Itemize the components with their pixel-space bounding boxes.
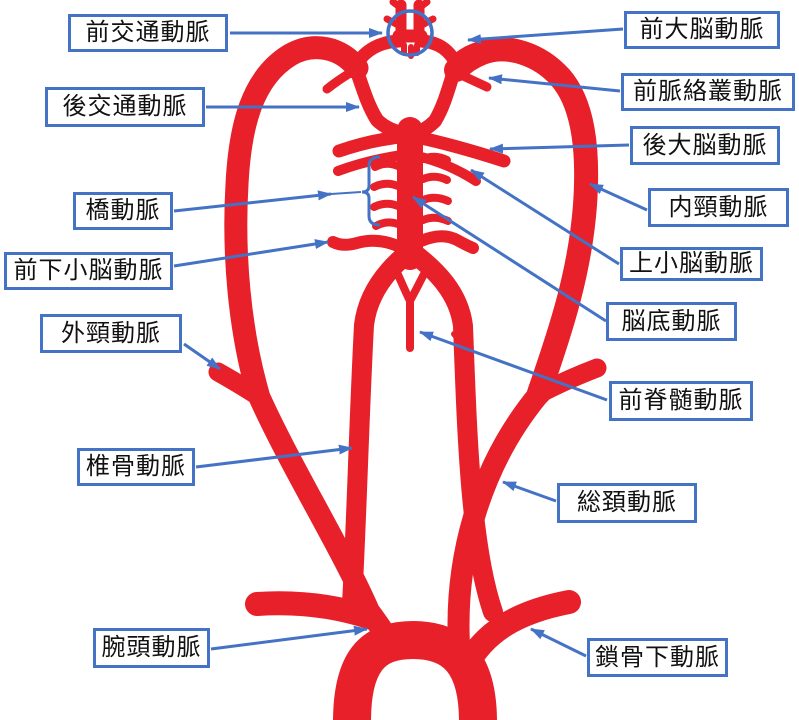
left-aica <box>415 230 479 254</box>
label-posterior-communicating-artery: 後交通動脈 <box>45 87 205 127</box>
left-anterior-cerebral <box>414 34 464 73</box>
label-basilar-artery: 脳底動脈 <box>606 302 737 341</box>
label-text: 後交通動脈 <box>62 94 188 120</box>
label-posterior-cerebral-artery: 後大脳動脈 <box>630 126 780 165</box>
arrow-superior-cerebellar <box>470 168 620 266</box>
label-anterior-communicating-artery: 前交通動脈 <box>68 14 228 52</box>
label-text: 前交通動脈 <box>85 20 211 46</box>
mca-and-choroidal-twigs <box>322 41 492 94</box>
arrow-anterior-choroidal <box>488 74 621 93</box>
left-vertebral <box>402 242 503 622</box>
arrow-vertebral <box>195 444 353 469</box>
arrow-pontine <box>173 190 332 213</box>
label-subclavian-artery: 鎖骨下動脈 <box>587 638 728 677</box>
artery-tree <box>208 0 607 720</box>
label-text: 外頸動脈 <box>61 320 161 347</box>
label-text: 上小脳動脈 <box>629 251 754 277</box>
arrow-aica <box>173 239 329 268</box>
label-text: 前下小脳動脈 <box>13 258 164 284</box>
label-text: 鎖骨下動脈 <box>595 644 720 671</box>
annotations <box>173 9 648 658</box>
label-anterior-choroidal-artery: 前脈絡叢動脈 <box>621 73 795 111</box>
label-text: 前大脳動脈 <box>639 17 765 43</box>
pontine-brace <box>361 155 381 227</box>
right-aica <box>327 234 406 253</box>
arrow-pontine-extension <box>330 191 362 195</box>
right-anterior-cerebral <box>350 34 406 71</box>
label-text: 脳底動脈 <box>621 308 722 335</box>
label-text: 橋動脈 <box>85 198 161 224</box>
arrow-external-carotid <box>183 342 221 371</box>
right-vertebral <box>342 242 419 614</box>
label-text: 総頚動脈 <box>577 490 677 516</box>
arrow-anterior-spinal <box>419 330 608 402</box>
label-anterior-spinal-artery: 前脊髄動脈 <box>609 381 753 421</box>
label-brachiocephalic-artery: 腕頭動脈 <box>93 628 210 668</box>
label-anterior-inferior-cerebellar-artery: 前下小脳動脈 <box>4 252 173 290</box>
label-text: 前脈絡叢動脈 <box>633 79 783 105</box>
arrow-internal-carotid <box>589 182 648 212</box>
label-anterior-cerebral-artery: 前大脳動脈 <box>624 11 780 49</box>
left-subclavian-artery <box>454 590 581 679</box>
label-text: 椎骨動脈 <box>86 454 186 480</box>
anterior-spinal-vessel <box>392 266 430 352</box>
arrow-posterior-cerebral <box>489 143 630 154</box>
label-external-carotid-artery: 外頸動脈 <box>40 314 182 353</box>
label-internal-carotid-artery: 内頸動脈 <box>648 188 789 227</box>
right-internal-carotid <box>224 36 369 406</box>
label-common-carotid-artery: 総頚動脈 <box>557 483 697 523</box>
label-text: 後大脳動脈 <box>642 132 768 159</box>
label-text: 前脊髄動脈 <box>618 388 744 414</box>
acom-highlight-circle <box>386 9 434 57</box>
arrow-subclavian <box>530 627 587 658</box>
label-superior-cerebellar-artery: 上小脳動脈 <box>620 247 763 281</box>
arrow-basilar <box>412 195 607 323</box>
aortic-arch <box>333 621 497 720</box>
left-internal-carotid <box>444 37 599 405</box>
label-text: 腕頭動脈 <box>101 635 202 661</box>
arrow-common-carotid <box>502 480 557 503</box>
vertebral-muscular-twigs <box>354 331 468 355</box>
arrow-anterior-cerebral <box>467 27 624 45</box>
label-vertebral-artery: 椎骨動脈 <box>77 448 195 486</box>
label-pontine-arteries: 橋動脈 <box>73 192 173 230</box>
pontine-branches <box>370 152 452 230</box>
arrow-brachiocephalic <box>210 625 368 651</box>
label-text: 内頸動脈 <box>668 194 769 221</box>
leader-arrows <box>173 27 648 658</box>
